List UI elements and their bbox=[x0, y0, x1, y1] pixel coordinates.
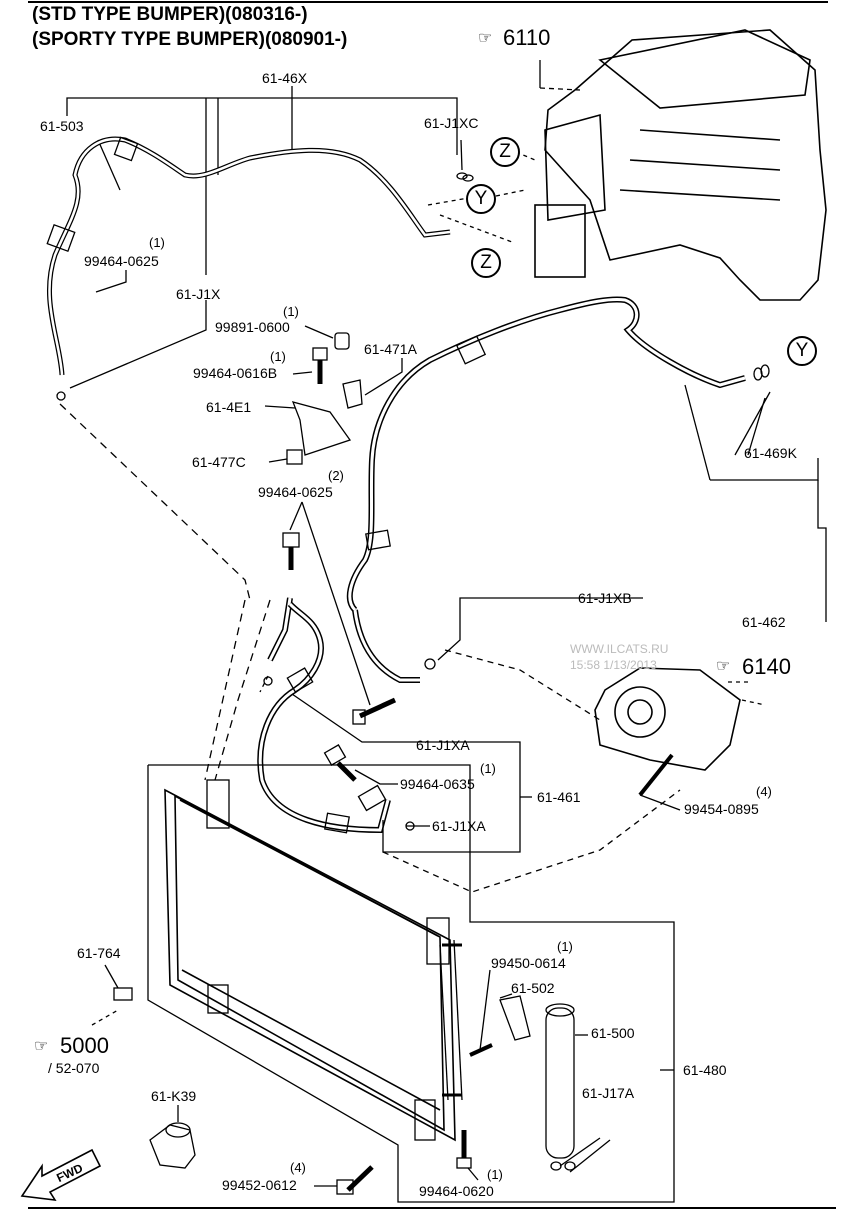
ref-5000[interactable]: 5000 bbox=[60, 1033, 109, 1058]
part-61-4E1[interactable]: 61-4E1 bbox=[206, 399, 252, 415]
part-61-J1XA-top[interactable]: 61-J1XA bbox=[416, 737, 470, 753]
marker-z: Z bbox=[471, 248, 501, 278]
part-61-J17A[interactable]: 61-J17A bbox=[582, 1085, 635, 1101]
part-99891-0600[interactable]: 99891-0600 bbox=[215, 319, 290, 335]
qty-99464-0635: (1) bbox=[480, 761, 496, 776]
part-99464-0620[interactable]: 99464-0620 bbox=[419, 1183, 494, 1199]
qty-99464-0625-a: (1) bbox=[149, 235, 165, 250]
qty-99452-0612: (4) bbox=[290, 1160, 306, 1175]
part-61-469K[interactable]: 61-469K bbox=[744, 445, 797, 461]
part-99452-0612[interactable]: 99452-0612 bbox=[222, 1177, 297, 1193]
pointing-hand-icon: ☞ bbox=[34, 1038, 49, 1055]
part-61-503[interactable]: 61-503 bbox=[40, 118, 84, 134]
watermark-time: 15:58 1/13/2013 bbox=[570, 658, 657, 672]
part-61-K39[interactable]: 61-K39 bbox=[151, 1088, 197, 1104]
part-99464-0625-b[interactable]: 99464-0625 bbox=[258, 484, 333, 500]
watermark-site: WWW.ILCATS.RU bbox=[570, 642, 669, 656]
part-99464-0616B[interactable]: 99464-0616B bbox=[193, 365, 278, 381]
qty-99454-0895: (4) bbox=[756, 784, 772, 799]
header-std-bumper: (STD TYPE BUMPER)(080316-) bbox=[32, 4, 308, 25]
part-61-764[interactable]: 61-764 bbox=[77, 945, 121, 961]
qty-99464-0616B: (1) bbox=[270, 349, 286, 364]
pointing-hand-icon: ☞ bbox=[478, 30, 493, 47]
part-61-480[interactable]: 61-480 bbox=[683, 1062, 727, 1078]
part-61-477C[interactable]: 61-477C bbox=[192, 454, 246, 470]
part-99454-0895[interactable]: 99454-0895 bbox=[684, 801, 759, 817]
ref-52-070[interactable]: / 52-070 bbox=[48, 1060, 100, 1076]
ref-6110[interactable]: 6110 bbox=[503, 25, 551, 50]
qty-99891-0600: (1) bbox=[283, 304, 299, 319]
part-61-46X[interactable]: 61-46X bbox=[262, 70, 308, 86]
part-61-462[interactable]: 61-462 bbox=[742, 614, 786, 630]
ref-6140[interactable]: 6140 bbox=[742, 654, 791, 679]
part-61-502[interactable]: 61-502 bbox=[511, 980, 555, 996]
part-61-500[interactable]: 61-500 bbox=[591, 1025, 635, 1041]
part-61-J1XA-bottom[interactable]: 61-J1XA bbox=[432, 818, 486, 834]
pointing-hand-icon: ☞ bbox=[716, 658, 731, 675]
part-99450-0614[interactable]: 99450-0614 bbox=[491, 955, 566, 971]
part-61-J1X[interactable]: 61-J1X bbox=[176, 286, 221, 302]
part-61-J1XC[interactable]: 61-J1XC bbox=[424, 115, 479, 131]
marker-z: Z bbox=[490, 137, 520, 167]
marker-y: Y bbox=[466, 184, 496, 214]
qty-99464-0620: (1) bbox=[487, 1167, 503, 1182]
part-61-J1XB[interactable]: 61-J1XB bbox=[578, 590, 632, 606]
part-61-461[interactable]: 61-461 bbox=[537, 789, 581, 805]
qty-99464-0625-b: (2) bbox=[328, 468, 344, 483]
part-99464-0635[interactable]: 99464-0635 bbox=[400, 776, 475, 792]
marker-y: Y bbox=[787, 336, 817, 366]
header-sporty-bumper: (SPORTY TYPE BUMPER)(080901-) bbox=[32, 29, 348, 50]
qty-99450-0614: (1) bbox=[557, 939, 573, 954]
part-61-471A[interactable]: 61-471A bbox=[364, 341, 417, 357]
part-99464-0625-a[interactable]: 99464-0625 bbox=[84, 253, 159, 269]
